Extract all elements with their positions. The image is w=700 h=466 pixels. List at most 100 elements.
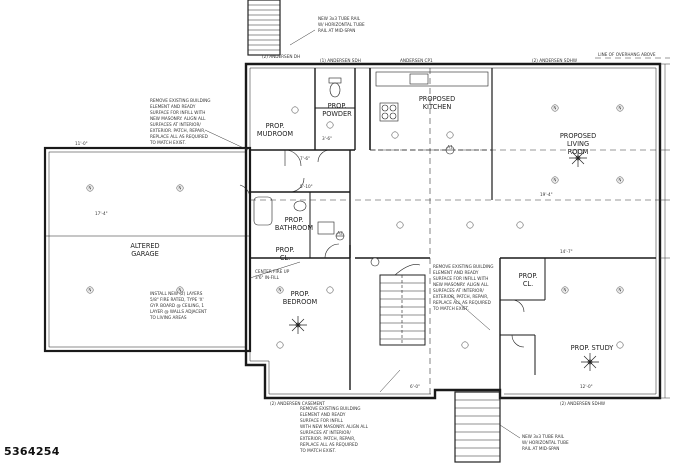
ceiling-fixture <box>391 131 399 139</box>
dimension-label: 14'-7" <box>560 249 573 254</box>
note-masonry-left: NEW MASONRY. ALIGN ALL <box>150 116 206 121</box>
ceiling-fixture <box>326 121 334 129</box>
ceiling-fixture <box>551 176 559 184</box>
ceiling-fixture <box>516 221 524 229</box>
ceiling-fixture <box>616 286 624 294</box>
walls <box>43 62 662 400</box>
note-tube-rail-top: NEW 3x3 TUBE RAIL <box>318 16 361 21</box>
note-masonry-bottom: SURFACE FOR INFILL <box>300 418 344 423</box>
dimension-label: 17'-4" <box>95 211 108 216</box>
fixture-label: N <box>88 186 91 191</box>
note-masonry-bottom: EXTERIOR. PATCH, REPAIR, <box>300 436 356 441</box>
note-garage-install: LAYER @ WALLS ADJACENT <box>150 309 207 314</box>
section-markers <box>335 145 455 267</box>
room-label-study-closet: PROP. <box>519 272 538 280</box>
note-masonry-left: EXTERIOR. PATCH, REPAIR, <box>150 128 206 133</box>
ceiling-fan-icon <box>569 149 587 167</box>
note-masonry-bottom: SURFACES AT INTERIOR/ <box>300 430 351 435</box>
right-dimension-column <box>660 63 670 399</box>
note-center-fire: 3'6" IN-FILL <box>255 275 280 280</box>
note-masonry-bottom: ELEMENT AND READY <box>300 412 346 417</box>
house-outer-walls <box>244 62 662 400</box>
leader-lines <box>204 29 521 439</box>
room-label-living: LIVING <box>567 140 589 148</box>
note-masonry-right: REMOVE EXISTING BUILDING <box>433 264 493 269</box>
room-label-kitchen: PROPOSED <box>419 95 455 103</box>
fixture-label: N <box>178 288 181 293</box>
fixture-labels: N N N N N N N N N N N <box>88 106 621 293</box>
room-label-bedroom: PROP. <box>291 290 310 298</box>
fixture-label: N <box>618 106 621 111</box>
note-overhang: LINE OF OVERHANG ABOVE <box>598 52 656 57</box>
note-masonry-left: SURFACE FOR INFILL WITH <box>150 110 205 115</box>
window-tag: (2) ANDERSEN CASEMENT <box>270 401 325 406</box>
ceiling-fixture <box>326 286 334 294</box>
room-label-powder: POWDER <box>322 110 352 118</box>
fixture-label: N <box>553 178 556 183</box>
ceiling-fixture <box>466 221 474 229</box>
fixture-label: N <box>618 288 621 293</box>
ceiling-fixture <box>446 131 454 139</box>
fixture-label: N <box>618 178 621 183</box>
fixture-label: N <box>88 288 91 293</box>
window-tag: (2) ANDERSEN SDHW <box>560 401 605 406</box>
note-masonry-right: NEW MASONRY. ALIGN ALL <box>433 282 489 287</box>
section-marker-label: A1 <box>447 145 453 150</box>
note-masonry-bottom: TO MATCH EXIST. <box>299 448 336 453</box>
ceiling-fan-icon <box>581 353 599 371</box>
ceiling-fan-icon <box>289 316 307 334</box>
stairs-top <box>247 0 281 56</box>
ceiling-fixture <box>86 184 94 192</box>
ceiling-fixture <box>176 184 184 192</box>
note-masonry-bottom: REPLACE ALL AS REQUIRED <box>300 442 358 447</box>
dimension-label: 19'-4" <box>540 192 553 197</box>
room-label-closet: PROP. <box>276 246 295 254</box>
room-label-study: PROP. STUDY <box>571 344 615 352</box>
note-tube-rail-top: W/ HORIZONTAL TUBE <box>318 22 365 27</box>
note-masonry-right: SURFACE FOR INFILL WITH <box>433 276 488 281</box>
note-garage-install: GYP. BOARD @ CEILING, 1 <box>150 303 204 308</box>
note-masonry-left: SURFACES AT INTERIOR/ <box>150 122 201 127</box>
room-label-living: PROPOSED <box>560 132 596 140</box>
note-tube-rail-bottom: RAIL AT MID-SPAN <box>522 446 559 451</box>
ceiling-fixture <box>616 104 624 112</box>
ceiling-fixture <box>461 341 469 349</box>
stairs-interior <box>379 264 426 346</box>
ceiling-fixture <box>291 106 299 114</box>
note-masonry-right: REPLACE ALL AS REQUIRED <box>433 300 491 305</box>
fixtures <box>253 71 489 235</box>
room-label-living: ROOM <box>568 148 589 156</box>
dimension-label: 6'-0" <box>410 384 420 389</box>
note-masonry-bottom: REMOVE EXISTING BUILDING <box>300 406 360 411</box>
note-tube-rail-bottom: NEW 3x3 TUBE RAIL <box>522 434 565 439</box>
fixture-label: N <box>563 288 566 293</box>
listing-id: 5364254 <box>4 445 60 458</box>
fixture-label: N <box>178 186 181 191</box>
note-masonry-right: TO MATCH EXIST. <box>432 306 469 311</box>
dimension-label: 5'-10" <box>300 184 313 189</box>
note-garage-install: 5/8" FIRE RATED, TYPE 'X' <box>150 297 204 302</box>
note-masonry-right: EXTERIOR. PATCH, REPAIR, <box>433 294 489 299</box>
window-tag: ANDERSEN CP1 <box>400 58 433 63</box>
note-masonry-left: TO MATCH EXIST. <box>149 140 186 145</box>
window-tag: (2) ANDERSEN DH <box>262 54 300 59</box>
room-label-bathroom: PROP. <box>285 216 304 224</box>
note-masonry-right: SURFACES AT INTERIOR/ <box>433 288 484 293</box>
ceiling-fixture <box>86 286 94 294</box>
room-label-study-closet: CL. <box>523 280 533 288</box>
note-masonry-left: REMOVE EXISTING BUILDING <box>150 98 210 103</box>
dimension-label: 12'-0" <box>580 384 593 389</box>
ceiling-fixture <box>276 341 284 349</box>
room-label-garage: ALTERED <box>130 242 159 250</box>
note-tube-rail-bottom: W/ HORIZONTAL TUBE <box>522 440 569 445</box>
fixture-label: N <box>553 106 556 111</box>
dimension-label: 11'-0" <box>75 141 88 146</box>
fixture-label: N <box>278 288 281 293</box>
ceiling-fixture <box>551 104 559 112</box>
note-garage-install: INSTALL NEW (2) LAYERS <box>150 291 203 296</box>
room-label-mudroom: MUDROOM <box>257 130 294 138</box>
note-tube-rail-top: RAIL AT MID-SPAN <box>318 28 355 33</box>
note-masonry-right: ELEMENT AND READY <box>433 270 479 275</box>
room-label-garage: GARAGE <box>131 250 159 258</box>
